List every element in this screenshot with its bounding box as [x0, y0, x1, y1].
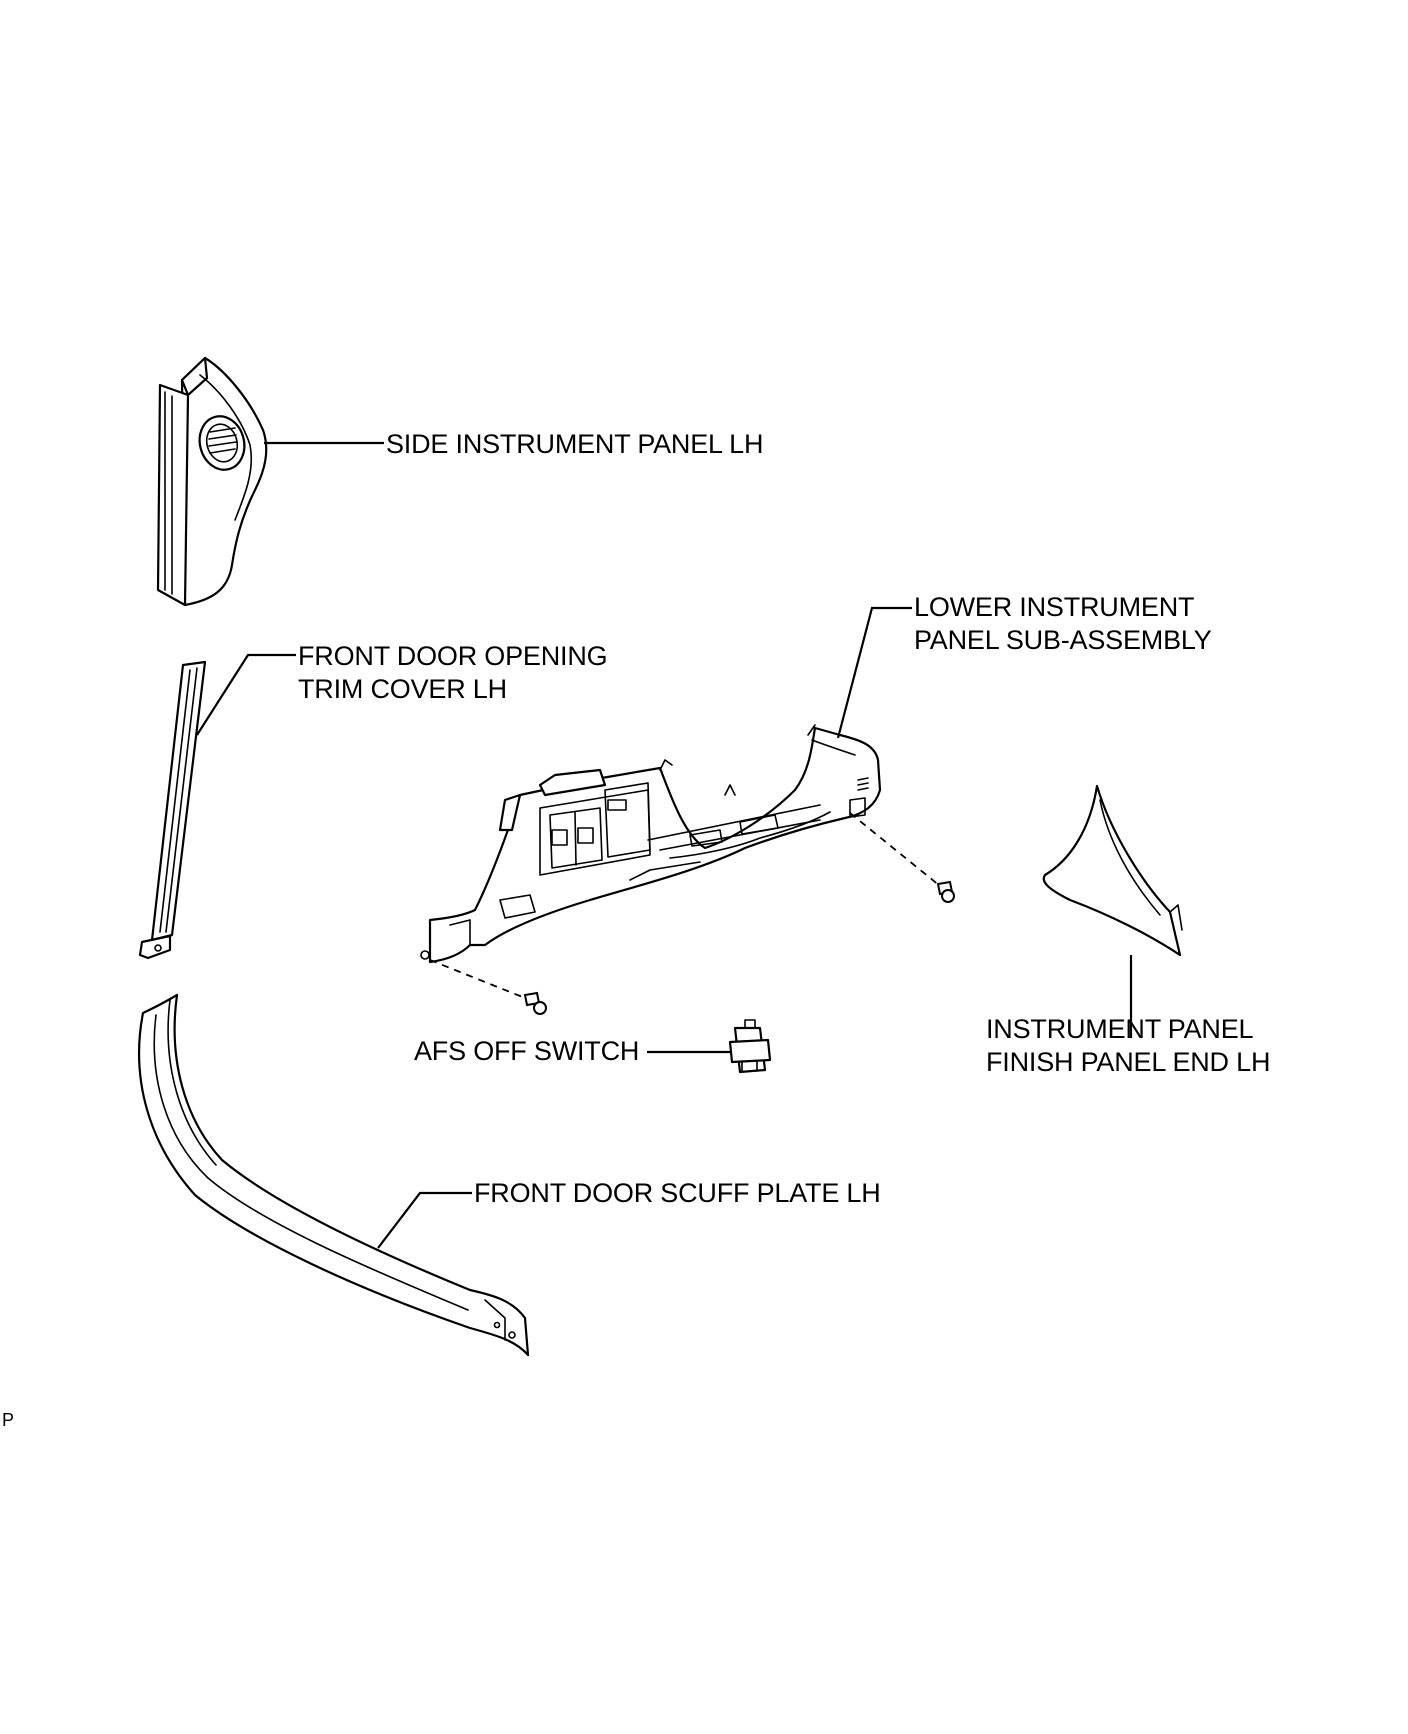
side-instrument-panel-part	[156, 356, 268, 607]
front-door-scuff-plate-leader	[377, 1191, 472, 1249]
lower-instrument-panel-leader	[836, 606, 912, 739]
instrument-panel-finish-panel-end-part	[1042, 784, 1183, 957]
corner-mark: P	[2, 1410, 15, 1430]
lower-panel-screw-line-right	[849, 812, 946, 891]
label-lower-instrument-panel-line2: PANEL SUB-ASSEMBLY	[914, 625, 1212, 655]
label-afs-off-switch: AFS OFF SWITCH	[414, 1036, 640, 1066]
label-finish-panel-end-line2: FINISH PANEL END LH	[986, 1047, 1271, 1077]
afs-off-switch-part	[728, 1019, 772, 1074]
front-door-opening-trim-cover-part	[138, 660, 207, 960]
label-finish-panel-end-line1: INSTRUMENT PANEL	[986, 1014, 1254, 1044]
screw-left	[523, 991, 547, 1015]
lower-instrument-panel-part	[420, 724, 882, 964]
label-side-instrument-panel: SIDE INSTRUMENT PANEL LH	[386, 429, 764, 459]
label-front-door-opening-trim-line1: FRONT DOOR OPENING	[298, 641, 608, 671]
label-front-door-opening-trim-line2: TRIM COVER LH	[298, 674, 507, 704]
label-front-door-scuff-plate: FRONT DOOR SCUFF PLATE LH	[474, 1178, 881, 1208]
screw-right	[936, 880, 955, 903]
front-door-opening-trim-leader	[196, 653, 296, 736]
lower-panel-screw-line-left	[429, 959, 531, 1001]
label-lower-instrument-panel-line1: LOWER INSTRUMENT	[914, 592, 1195, 622]
front-door-scuff-plate-part	[137, 993, 530, 1357]
